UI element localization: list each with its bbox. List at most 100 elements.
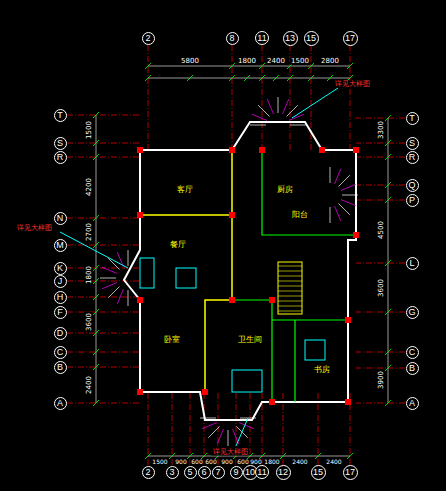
- hatch-stroke: [258, 105, 269, 116]
- axis-label: A: [409, 399, 415, 408]
- axis-bubble: K: [54, 262, 67, 275]
- stair-tread: [278, 301, 302, 302]
- column: [229, 297, 235, 303]
- axis-bubble: B: [54, 361, 67, 374]
- axis-line: [67, 115, 140, 116]
- axis-bubble: A: [54, 397, 67, 410]
- room-name: 卫生间: [237, 336, 263, 344]
- dimension-tick: [187, 75, 193, 81]
- axis-bubble: P: [406, 194, 419, 207]
- axis-label: 2: [145, 468, 150, 477]
- axis-label: 11: [257, 468, 266, 477]
- dimension: 3900: [378, 370, 385, 390]
- column: [269, 297, 275, 303]
- axis-label: 17: [345, 34, 355, 43]
- room-name: 书房: [313, 366, 331, 374]
- axis-bubble: T: [406, 112, 419, 125]
- axis-bubble: Q: [406, 179, 419, 192]
- axis-bubble: N: [54, 212, 67, 225]
- callout-note: 详见大样图: [16, 225, 53, 232]
- axis-label: Q: [408, 181, 415, 190]
- dimension-tick: [93, 154, 99, 160]
- axis-line: [67, 297, 140, 298]
- axis-line: [67, 281, 140, 282]
- axis-label: 8: [229, 34, 234, 43]
- window: [140, 258, 154, 288]
- hatch-stroke: [250, 125, 266, 126]
- hatch-stroke: [338, 175, 349, 186]
- axis-line: [204, 392, 205, 465]
- axis-label: 15: [313, 468, 323, 477]
- axis-line: [67, 312, 140, 313]
- axis-bubble: 11: [255, 465, 269, 479]
- axis-label: L: [409, 259, 414, 268]
- dimension: 3600: [86, 312, 93, 332]
- axis-line: [356, 185, 405, 186]
- axis-line: [67, 333, 140, 334]
- dimension-tick: [93, 330, 99, 336]
- callout-note: 详见大样图: [334, 81, 371, 88]
- fixture: [232, 370, 262, 392]
- hatch-stroke: [330, 167, 331, 183]
- axis-line: [356, 403, 405, 404]
- axis-label: 11: [257, 34, 266, 43]
- stair: [278, 262, 302, 314]
- axis-line: [350, 45, 351, 150]
- dimension-tick: [308, 75, 314, 81]
- axis-line: [148, 392, 149, 465]
- dimension-tick: [93, 112, 99, 118]
- axis-line: [356, 263, 405, 264]
- column: [202, 389, 208, 395]
- hatch-stroke: [228, 430, 229, 446]
- dimension: 1500: [86, 120, 93, 140]
- dimension-line: [148, 66, 350, 67]
- dimension: 3600: [378, 278, 385, 298]
- stair-tread: [278, 306, 302, 307]
- room-name: 阳台: [291, 211, 309, 219]
- axis-label: T: [409, 114, 415, 123]
- column: [137, 389, 143, 395]
- axis-bubble: R: [54, 151, 67, 164]
- axis-bubble: 2: [142, 466, 155, 479]
- hatch-stroke: [239, 423, 254, 429]
- axis-bubble: R: [406, 151, 419, 164]
- axis-line: [356, 118, 405, 119]
- axis-label: 6: [201, 468, 206, 477]
- dimension-tick: [385, 154, 391, 160]
- axis-bubble: 6: [198, 466, 211, 479]
- hatch-stroke: [267, 99, 273, 114]
- axis-line: [356, 143, 405, 144]
- dimension-tick: [93, 349, 99, 355]
- column: [269, 399, 275, 405]
- axis-lines: [67, 45, 405, 465]
- dimension: 600: [236, 459, 249, 465]
- axis-label: K: [57, 264, 63, 273]
- hatch-stroke: [217, 429, 223, 444]
- axis-bubble: C: [54, 346, 67, 359]
- hatch-stroke: [341, 184, 356, 190]
- dimension-tick: [145, 63, 151, 69]
- axis-label: B: [409, 364, 415, 373]
- axis-line: [250, 392, 251, 465]
- dimension: 4500: [378, 220, 385, 240]
- axis-bubble: D: [54, 327, 67, 340]
- dimension-tick: [259, 75, 265, 81]
- dimension: 2400: [86, 375, 93, 395]
- axis-bubble: G: [406, 306, 419, 319]
- axis-line: [356, 352, 405, 353]
- axis-line: [67, 143, 140, 144]
- column-box: [176, 268, 196, 288]
- axis-bubble: H: [54, 291, 67, 304]
- dimension: 900: [174, 459, 187, 465]
- dimension-tick: [145, 75, 151, 81]
- column: [229, 147, 235, 153]
- axis-label: S: [57, 139, 63, 148]
- dimension-tick: [229, 63, 235, 69]
- dimension: 900: [249, 459, 262, 465]
- partition: [272, 319, 348, 320]
- stair-tread: [278, 266, 302, 267]
- column: [259, 147, 265, 153]
- hatch-stroke: [342, 195, 358, 196]
- hatch-stroke: [117, 289, 123, 304]
- dimension-tick: [385, 349, 391, 355]
